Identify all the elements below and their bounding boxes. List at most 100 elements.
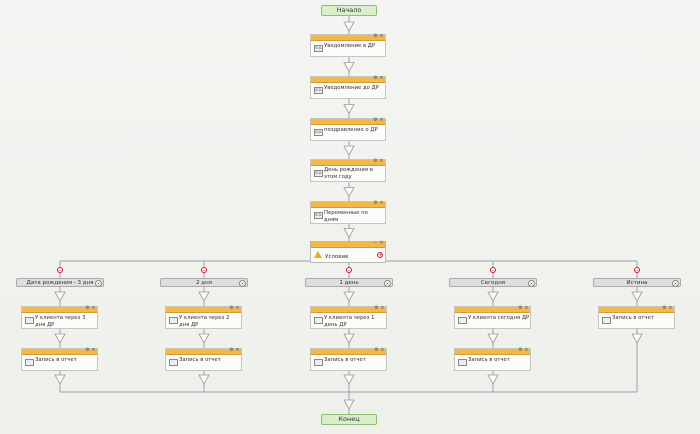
- settings-icon[interactable]: ⚙: [374, 347, 379, 353]
- close-icon[interactable]: ×: [379, 33, 384, 39]
- flow-arrow: [631, 291, 643, 302]
- branch-label[interactable]: Истина ×: [593, 278, 681, 287]
- close-icon[interactable]: ×: [528, 280, 535, 287]
- close-icon[interactable]: ×: [239, 280, 246, 287]
- branch-label-text: Истина: [626, 280, 648, 286]
- settings-icon[interactable]: ⚙: [229, 347, 234, 353]
- sql-icon: SQL: [314, 212, 323, 219]
- settings-icon[interactable]: ⚙: [373, 33, 378, 39]
- flow-arrow: [54, 374, 66, 385]
- branch-label-text: 1 день: [339, 280, 359, 286]
- flow-arrow: [343, 104, 355, 115]
- branch-label[interactable]: 2 дня ×: [160, 278, 248, 287]
- close-icon[interactable]: ×: [379, 158, 384, 164]
- close-icon[interactable]: ×: [91, 305, 96, 311]
- settings-icon[interactable]: ⚙: [662, 305, 667, 311]
- flow-arrow: [54, 291, 66, 302]
- close-icon[interactable]: ×: [384, 280, 391, 287]
- collapse-icon[interactable]: –: [374, 240, 377, 246]
- condition-header: – ×: [311, 240, 385, 248]
- block-header: ⚙ ×: [455, 305, 530, 313]
- settings-icon[interactable]: ⚙: [373, 158, 378, 164]
- sequence-block[interactable]: ⚙ × SQL Переменные по дням: [310, 201, 386, 224]
- close-icon[interactable]: ×: [379, 75, 384, 81]
- block-label: Переменные по дням: [324, 210, 368, 223]
- report-block[interactable]: ⚙ × Запись в отчет: [454, 348, 531, 371]
- block-label: У клиента через 3 дня ДР: [35, 315, 86, 328]
- flow-arrow: [343, 333, 355, 344]
- action-block[interactable]: ⚙ × У клиента сегодня ДР: [454, 306, 531, 329]
- settings-icon[interactable]: ⚙: [374, 305, 379, 311]
- flow-arrow: [487, 291, 499, 302]
- sequence-block[interactable]: ⚙ × SQL День рождения в этом году: [310, 159, 386, 182]
- settings-icon[interactable]: ⚙: [85, 305, 90, 311]
- flow-arrow: [631, 333, 643, 344]
- flow-arrow: [487, 374, 499, 385]
- block-header: ⚙ ×: [166, 305, 241, 313]
- close-icon[interactable]: ×: [235, 305, 240, 311]
- settings-icon[interactable]: ⚙: [85, 347, 90, 353]
- settings-icon[interactable]: ⚙: [518, 347, 523, 353]
- close-icon[interactable]: ×: [380, 305, 385, 311]
- close-icon[interactable]: ×: [95, 280, 102, 287]
- block-header: ⚙ ×: [599, 305, 674, 313]
- settings-icon[interactable]: ⚙: [373, 117, 378, 123]
- settings-icon[interactable]: ⚙: [518, 305, 523, 311]
- remove-branch-icon[interactable]: –: [57, 267, 63, 274]
- block-header: ⚙ ×: [166, 347, 241, 355]
- report-block[interactable]: ⚙ × Запись в отчет: [598, 306, 675, 329]
- remove-branch-icon[interactable]: –: [201, 267, 207, 274]
- block-header: ⚙ ×: [311, 117, 385, 125]
- block-label: Запись в отчет: [612, 315, 654, 321]
- block-header: ⚙ ×: [311, 75, 385, 83]
- branch-label[interactable]: Дата рождения - 3 дня×: [16, 278, 104, 287]
- action-block[interactable]: ⚙ × У клиента через 1 день ДР: [310, 306, 387, 329]
- remove-branch-icon[interactable]: –: [634, 267, 640, 274]
- close-icon[interactable]: ×: [672, 280, 679, 287]
- settings-icon[interactable]: ⚙: [229, 305, 234, 311]
- branch-label-text: Сегодня: [480, 280, 506, 286]
- close-icon[interactable]: ×: [91, 347, 96, 353]
- block-header: ⚙ ×: [311, 33, 385, 41]
- report-block[interactable]: ⚙ × Запись в отчет: [310, 348, 387, 371]
- sequence-block[interactable]: ⚙ × SQL поздравление о ДР: [310, 118, 386, 141]
- settings-icon[interactable]: ⚙: [373, 75, 378, 81]
- close-icon[interactable]: ×: [524, 305, 529, 311]
- remove-branch-icon[interactable]: –: [490, 267, 496, 274]
- report-block[interactable]: ⚙ × Запись в отчет: [165, 348, 242, 371]
- condition-block[interactable]: – × Условие +: [310, 241, 386, 263]
- action-icon: [25, 317, 34, 324]
- report-icon: [25, 359, 34, 366]
- close-icon[interactable]: ×: [379, 200, 384, 206]
- end-node[interactable]: Конец: [321, 414, 377, 425]
- close-icon[interactable]: ×: [524, 347, 529, 353]
- add-branch-icon[interactable]: +: [377, 252, 384, 259]
- warning-icon: [314, 251, 322, 258]
- sequence-block[interactable]: ⚙ × SQL Уведомление в ДР: [310, 34, 386, 57]
- branch-label-text: 2 дня: [196, 280, 212, 286]
- close-icon[interactable]: ×: [380, 347, 385, 353]
- close-icon[interactable]: ×: [379, 117, 384, 123]
- report-block[interactable]: ⚙ × Запись в отчет: [21, 348, 98, 371]
- action-block[interactable]: ⚙ × У клиента через 2 дня ДР: [165, 306, 242, 329]
- close-icon[interactable]: ×: [235, 347, 240, 353]
- remove-branch-icon[interactable]: –: [346, 267, 352, 274]
- settings-icon[interactable]: ⚙: [373, 200, 378, 206]
- close-icon[interactable]: ×: [379, 240, 384, 246]
- branch-label[interactable]: 1 день ×: [305, 278, 393, 287]
- end-label: Конец: [338, 415, 360, 423]
- block-header: ⚙ ×: [311, 200, 385, 208]
- start-node[interactable]: Начало: [321, 5, 377, 16]
- action-icon: [458, 317, 467, 324]
- block-label: Запись в отчет: [468, 357, 510, 363]
- close-icon[interactable]: ×: [668, 305, 673, 311]
- branch-label[interactable]: Сегодня ×: [449, 278, 537, 287]
- sequence-block[interactable]: ⚙ × SQL Уведомление до ДР: [310, 76, 386, 99]
- report-icon: [314, 359, 323, 366]
- action-block[interactable]: ⚙ × У клиента через 3 дня ДР: [21, 306, 98, 329]
- flow-arrow: [343, 291, 355, 302]
- sql-icon: SQL: [314, 170, 323, 177]
- report-icon: [458, 359, 467, 366]
- block-label: День рождения в этом году: [324, 167, 373, 180]
